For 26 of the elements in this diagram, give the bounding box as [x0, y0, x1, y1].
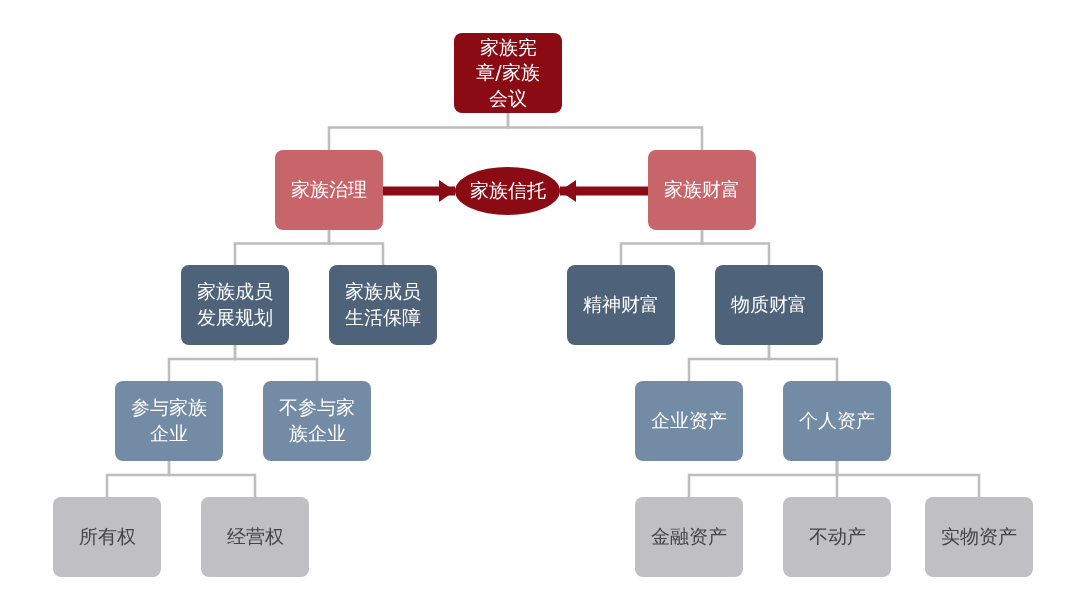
item-box: 个人资产 [783, 381, 891, 461]
title-box: 家族宪章/家族会议 [454, 33, 562, 113]
arrow [560, 180, 648, 202]
arrow [383, 180, 455, 202]
item-box: 企业资产 [635, 381, 743, 461]
item-box: 不参与家族企业 [263, 381, 371, 461]
connector-line [233, 345, 319, 381]
connector-line [327, 230, 385, 265]
subcategory-box: 家族成员生活保障 [329, 265, 437, 345]
leaf-box: 实物资产 [925, 497, 1033, 577]
connector-line [506, 113, 704, 150]
connector-line [167, 461, 257, 497]
connector-line [767, 345, 839, 381]
item-box: 参与家族企业 [115, 381, 223, 461]
leaf-box: 经营权 [201, 497, 309, 577]
subcategory-box: 家族成员发展规划 [181, 265, 289, 345]
subcategory-box: 精神财富 [567, 265, 675, 345]
leaf-box: 所有权 [53, 497, 161, 577]
category-box: 家族财富 [648, 150, 756, 230]
connector-line [835, 461, 981, 497]
connector-line [700, 230, 771, 265]
category-box: 家族治理 [275, 150, 383, 230]
leaf-box: 不动产 [783, 497, 891, 577]
subcategory-box: 物质财富 [715, 265, 823, 345]
leaf-box: 金融资产 [635, 497, 743, 577]
center-ellipse: 家族信托 [455, 167, 560, 215]
